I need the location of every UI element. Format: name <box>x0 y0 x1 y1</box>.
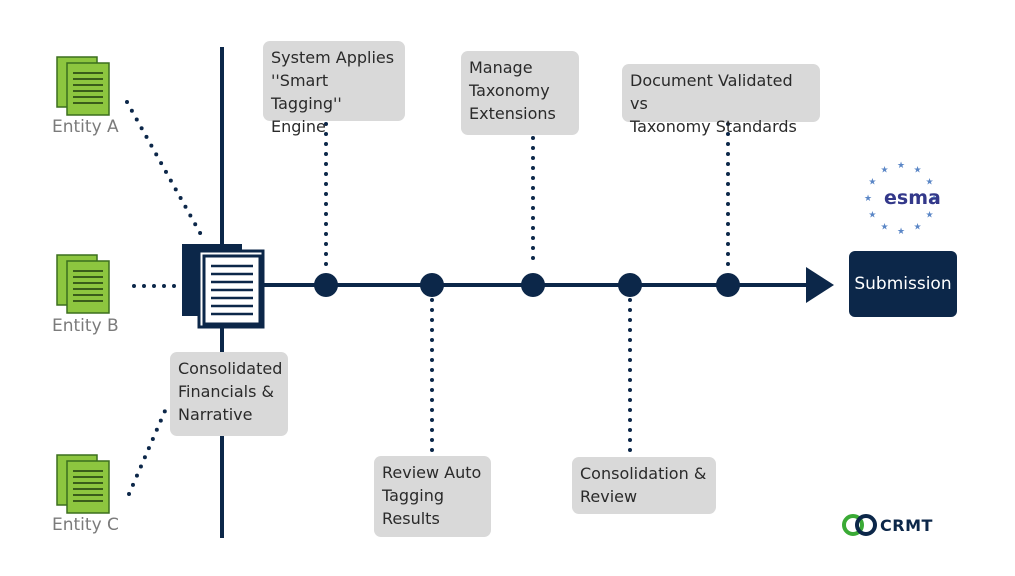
entity-a-label: Entity A <box>52 117 119 137</box>
consolidated-financials-box: Consolidated Financials & Narrative <box>170 352 288 436</box>
entity-b-label: Entity B <box>52 316 119 336</box>
esma-star-icon: ★ <box>926 211 934 221</box>
esma-star-ring-icon: ★ ★ ★ ★ ★ ★ ★ ★ ★ ★ ★ ★ <box>864 161 938 237</box>
connector-entity-c <box>127 402 170 496</box>
esma-star-icon: ★ <box>868 178 876 188</box>
document-validated-box: Document Validated vs Taxonomy Standards <box>622 64 820 136</box>
entity-a-doc-icon <box>56 56 110 116</box>
timeline-node-2 <box>420 273 444 297</box>
esma-logo-text: esma <box>884 187 941 209</box>
manage-taxonomy-box: Manage Taxonomy Extensions <box>461 51 579 135</box>
timeline-node-4 <box>618 273 642 297</box>
timeline-node-3 <box>521 273 545 297</box>
submission-box: Submission <box>849 251 957 317</box>
entity-c-doc-icon <box>56 454 110 514</box>
esma-star-icon: ★ <box>868 211 876 221</box>
timeline-node-5 <box>716 273 740 297</box>
esma-star-icon: ★ <box>930 194 938 204</box>
consolidated-doc-icon <box>182 244 265 329</box>
connector-entity-a <box>125 100 206 242</box>
esma-star-icon: ★ <box>864 194 872 204</box>
esma-star-icon: ★ <box>913 165 921 175</box>
timeline-node-1 <box>314 273 338 297</box>
crmt-logo-text: CRMT <box>880 516 933 535</box>
entity-c-label: Entity C <box>52 515 119 535</box>
timeline-arrow-head <box>806 267 834 303</box>
esma-star-icon: ★ <box>897 227 905 237</box>
esma-star-icon: ★ <box>880 165 888 175</box>
esma-star-icon: ★ <box>926 178 934 188</box>
esma-star-icon: ★ <box>880 223 888 233</box>
smart-tagging-box: System Applies ''Smart Tagging'' Engine <box>263 41 405 136</box>
esma-star-icon: ★ <box>913 223 921 233</box>
esma-star-icon: ★ <box>897 161 905 171</box>
crmt-logo-icon <box>842 514 877 536</box>
review-auto-tagging-box: Review Auto Tagging Results <box>374 456 491 537</box>
entity-b-doc-icon <box>56 254 110 314</box>
consolidation-review-box: Consolidation & Review <box>572 457 716 514</box>
